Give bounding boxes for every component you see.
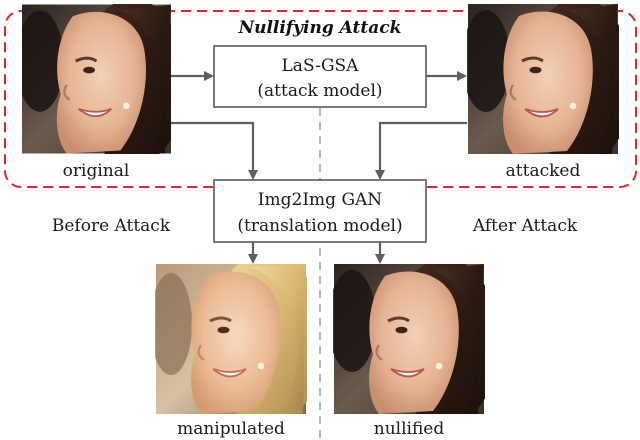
attack-model-subtitle: (attack model) — [257, 81, 382, 101]
original-image — [16, 0, 186, 165]
attacked-image — [462, 0, 633, 166]
attack-model-box: LaS-GSA (attack model) — [213, 45, 427, 108]
attack-title: Nullifying Attack — [238, 18, 402, 38]
caption-nullified: nullified — [374, 419, 445, 439]
arrow-attacked-to-gan — [375, 121, 467, 180]
translation-model-box: Img2Img GAN (translation model) — [213, 179, 427, 243]
label-before-attack: Before Attack — [52, 216, 171, 236]
manipulated-image — [150, 252, 324, 426]
translation-model-subtitle: (translation model) — [237, 216, 402, 236]
label-after-attack: After Attack — [472, 216, 578, 236]
caption-original: original — [63, 161, 130, 181]
attack-model-name: LaS-GSA — [282, 56, 360, 76]
arrow-original-to-gan — [171, 121, 258, 180]
caption-manipulated: manipulated — [177, 419, 285, 439]
caption-attacked: attacked — [506, 161, 581, 181]
translation-model-name: Img2Img GAN — [258, 190, 383, 210]
nullified-image — [328, 258, 499, 426]
